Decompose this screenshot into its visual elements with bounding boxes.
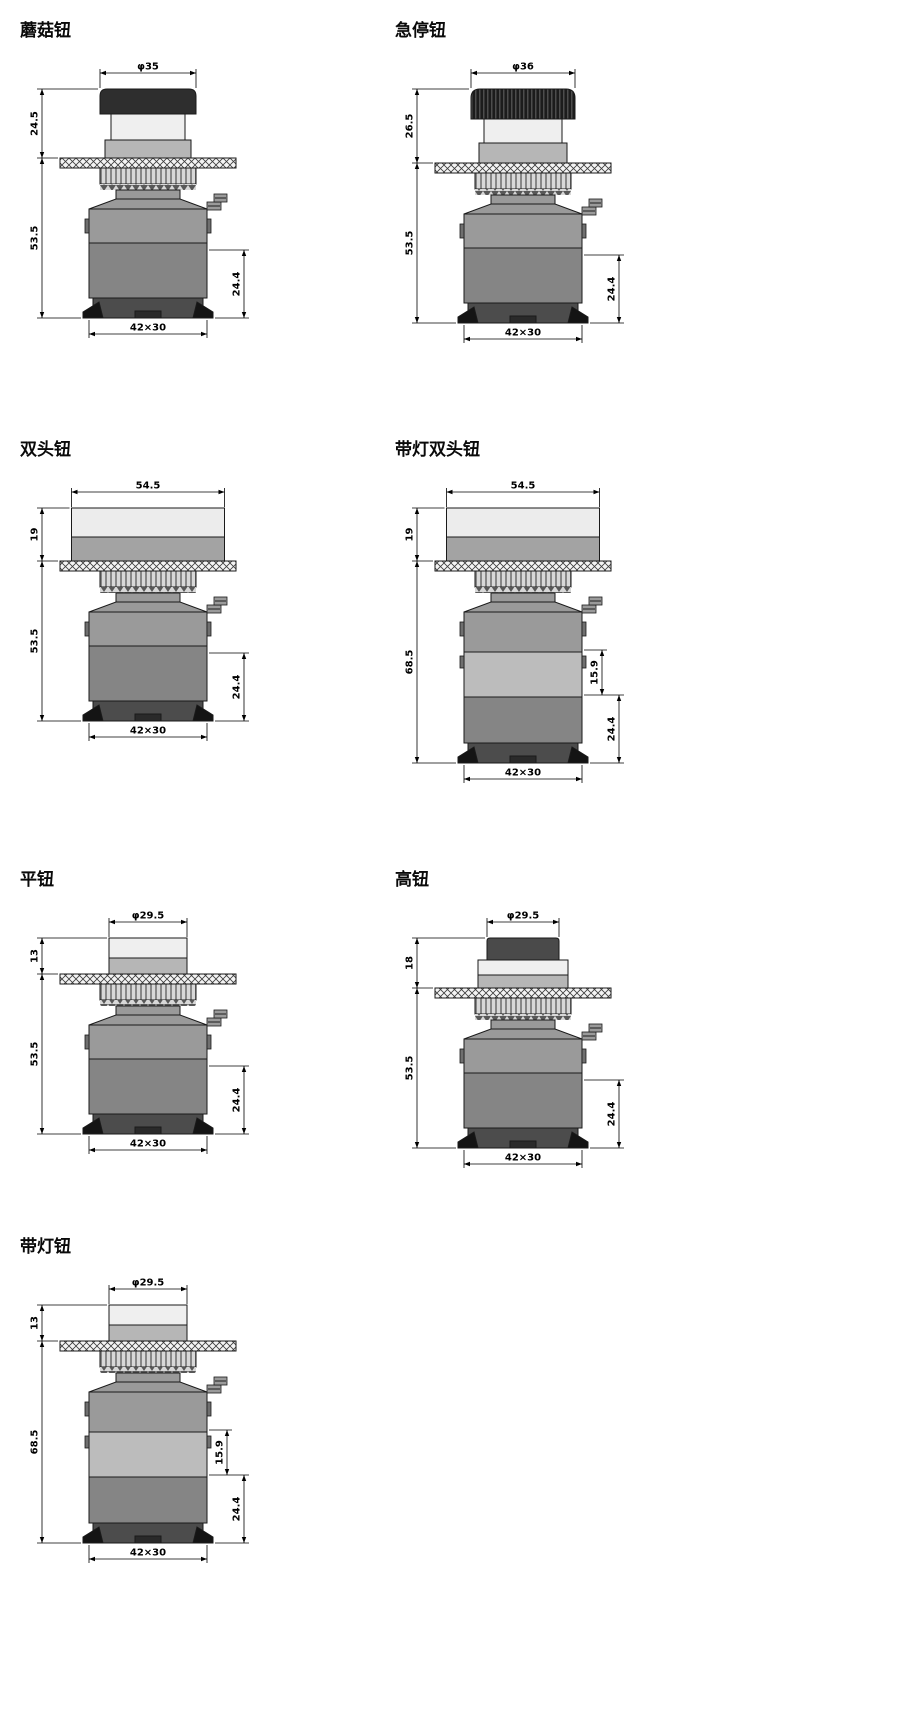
svg-text:42×30: 42×30 (130, 1548, 166, 1559)
svg-text:68.5: 68.5 (30, 1430, 41, 1455)
svg-text:24.4: 24.4 (232, 675, 243, 700)
svg-text:42×30: 42×30 (130, 1139, 166, 1150)
figure-title: 蘑菇钮 (20, 21, 71, 40)
svg-text:42×30: 42×30 (130, 323, 166, 334)
svg-text:54.5: 54.5 (511, 481, 536, 492)
figure-title: 高钮 (395, 870, 429, 889)
figure-canvas: φ29.5 18 53.5 24.4 42×30 (395, 902, 900, 1176)
figure-double-head-button: 双头钮 54.5 19 53.5 24.4 42×30 (20, 435, 395, 749)
svg-text:15.9: 15.9 (590, 660, 601, 685)
figure-title: 急停钮 (395, 21, 446, 40)
figure-high-button: 高钮 φ29.5 18 53.5 24.4 42×30 (395, 865, 900, 1176)
mounting-flange (59, 1340, 237, 1373)
svg-text:13: 13 (30, 949, 41, 963)
figure-canvas: φ36 26.5 53.5 24.4 42×30 (395, 53, 900, 351)
dimension-drawing-double: 54.5 19 53.5 24.4 42×30 (30, 481, 249, 741)
figure-title: 带灯钮 (20, 1237, 71, 1256)
button-cap (71, 507, 225, 562)
figure-illuminated-button: 带灯钮 φ29.5 13 68.5 24.4 15.9 42×30 (20, 1232, 395, 1571)
dimension-annotations: φ29.5 13 68.5 24.4 15.9 42×30 (30, 1278, 249, 1563)
svg-text:24.4: 24.4 (607, 717, 618, 742)
dimension-drawing-mushroom: φ35 24.5 53.5 24.4 42×30 (30, 62, 249, 338)
svg-text:42×30: 42×30 (505, 1153, 541, 1164)
svg-text:68.5: 68.5 (405, 650, 416, 675)
svg-text:φ29.5: φ29.5 (132, 911, 165, 922)
figure-mushroom-button: 蘑菇钮 φ35 24.5 53.5 24.4 42×30 (20, 16, 395, 346)
switch-body (457, 194, 603, 324)
svg-text:18: 18 (405, 956, 416, 970)
svg-text:26.5: 26.5 (405, 114, 416, 139)
svg-text:24.4: 24.4 (232, 1088, 243, 1113)
figure-title: 双头钮 (20, 440, 71, 459)
dimension-annotations: 54.5 19 53.5 24.4 42×30 (30, 481, 249, 741)
dimension-annotations: φ36 26.5 53.5 24.4 42×30 (405, 62, 624, 343)
figure-row-1: 蘑菇钮 φ35 24.5 53.5 24.4 42×30 急停钮 φ36 26.5 53.5… (20, 16, 900, 351)
switch-body (457, 1019, 603, 1149)
svg-text:42×30: 42×30 (130, 726, 166, 737)
figure-canvas: 54.5 19 53.5 24.4 42×30 (20, 472, 395, 749)
svg-text:19: 19 (405, 528, 416, 542)
dimension-annotations: φ35 24.5 53.5 24.4 42×30 (30, 62, 249, 338)
dimension-drawing-estop: φ36 26.5 53.5 24.4 42×30 (405, 62, 624, 343)
dimension-annotations: 54.5 19 68.5 24.4 15.9 42×30 (405, 481, 624, 783)
mounting-flange (434, 987, 612, 1020)
mounting-flange (59, 560, 237, 593)
switch-body (457, 592, 603, 764)
mounting-flange (59, 157, 237, 190)
svg-text:42×30: 42×30 (505, 328, 541, 339)
dimension-annotations: φ29.5 13 53.5 24.4 42×30 (30, 911, 249, 1154)
svg-text:24.4: 24.4 (232, 1497, 243, 1522)
dimension-drawing-flat: φ29.5 13 53.5 24.4 42×30 (30, 911, 249, 1154)
switch-body (82, 189, 228, 319)
svg-text:19: 19 (30, 528, 41, 542)
svg-text:53.5: 53.5 (405, 231, 416, 256)
switch-body (82, 1372, 228, 1544)
svg-text:15.9: 15.9 (215, 1440, 226, 1465)
svg-text:53.5: 53.5 (30, 1042, 41, 1067)
figure-canvas: φ35 24.5 53.5 24.4 42×30 (20, 53, 395, 346)
dimension-drawing-high: φ29.5 18 53.5 24.4 42×30 (405, 911, 624, 1168)
dimension-drawing-double-lit: 54.5 19 68.5 24.4 15.9 42×30 (405, 481, 624, 783)
figure-title: 平钮 (20, 870, 54, 889)
figure-title: 带灯双头钮 (395, 440, 480, 459)
switch-body (82, 592, 228, 722)
figure-row-3: 平钮 φ29.5 13 53.5 24.4 42×30 高钮 φ29.5 18 53.5 24… (20, 865, 900, 1176)
svg-text:54.5: 54.5 (136, 481, 161, 492)
svg-text:53.5: 53.5 (30, 629, 41, 654)
button-cap (108, 1304, 188, 1342)
figure-illuminated-double-head-button: 带灯双头钮 54.5 19 68.5 24.4 15.9 42×30 (395, 435, 900, 791)
svg-text:24.4: 24.4 (232, 272, 243, 297)
figure-canvas: φ29.5 13 68.5 24.4 15.9 42×30 (20, 1269, 395, 1571)
dimension-drawing-lit: φ29.5 13 68.5 24.4 15.9 42×30 (30, 1278, 249, 1563)
svg-text:53.5: 53.5 (405, 1056, 416, 1081)
button-cap (470, 88, 576, 164)
figure-emergency-stop-button: 急停钮 φ36 26.5 53.5 24.4 42×30 (395, 16, 900, 351)
svg-text:φ35: φ35 (137, 62, 159, 73)
svg-text:53.5: 53.5 (30, 226, 41, 251)
svg-text:φ36: φ36 (512, 62, 534, 73)
svg-text:φ29.5: φ29.5 (132, 1278, 165, 1289)
svg-text:24.4: 24.4 (607, 277, 618, 302)
button-cap (446, 507, 600, 562)
svg-text:φ29.5: φ29.5 (507, 911, 540, 922)
figure-flat-button: 平钮 φ29.5 13 53.5 24.4 42×30 (20, 865, 395, 1162)
switch-body (82, 1005, 228, 1135)
mounting-flange (434, 560, 612, 593)
figure-row-4: 带灯钮 φ29.5 13 68.5 24.4 15.9 42×30 (20, 1232, 900, 1571)
figure-canvas: 54.5 19 68.5 24.4 15.9 42×30 (395, 472, 900, 791)
figure-canvas: φ29.5 13 53.5 24.4 42×30 (20, 902, 395, 1162)
dimension-annotations: φ29.5 18 53.5 24.4 42×30 (405, 911, 624, 1168)
mounting-flange (434, 162, 612, 195)
button-cap (99, 88, 197, 159)
svg-text:13: 13 (30, 1316, 41, 1330)
button-cap (477, 937, 569, 989)
figure-row-2: 双头钮 54.5 19 53.5 24.4 42×30 带灯双头钮 54.5 19 68.5… (20, 435, 900, 791)
svg-text:24.4: 24.4 (607, 1102, 618, 1127)
svg-text:42×30: 42×30 (505, 768, 541, 779)
mounting-flange (59, 973, 237, 1006)
svg-text:24.5: 24.5 (30, 111, 41, 136)
button-cap (108, 937, 188, 975)
